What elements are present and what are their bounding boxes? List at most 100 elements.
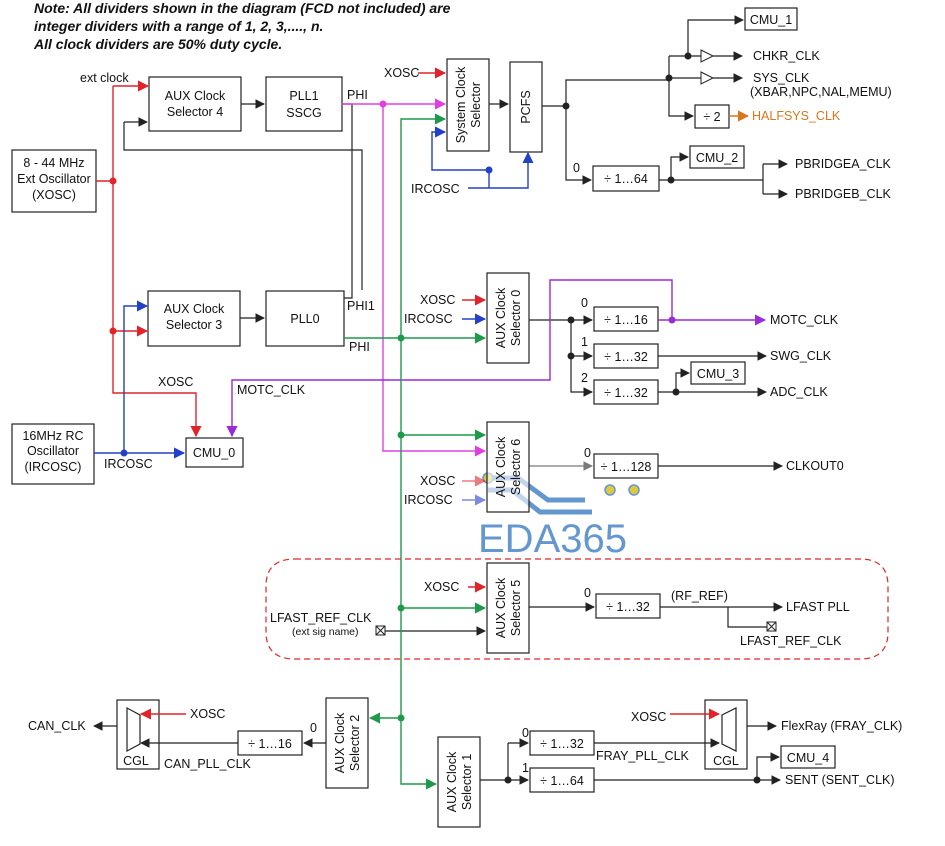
div32-fray-label: ÷ 1…32 — [540, 737, 584, 751]
motc-wires — [226, 279, 767, 438]
div2-label: ÷ 2 — [703, 110, 720, 124]
aux-clock-selector-1 — [437, 736, 481, 828]
div32-adc-box — [593, 379, 659, 405]
cmu-1-block — [744, 7, 798, 31]
xosc-label-can: XOSC — [190, 707, 225, 721]
aux1-line-2: Selector 1 — [460, 754, 474, 810]
xosc-label-cmu0: XOSC — [158, 375, 193, 389]
idx-0-clkout: 0 — [584, 446, 591, 460]
out-sys-clk-note: (XBAR,NPC,NAL,MEMU) — [750, 85, 892, 99]
aux3-line-2: Selector 3 — [166, 318, 222, 332]
aux5-line-2: Selector 5 — [509, 580, 523, 636]
idx-0-motc: 0 — [581, 296, 588, 310]
out-flexray-clk: FlexRay (FRAY_CLK) — [781, 719, 902, 733]
phi-wires — [342, 98, 487, 457]
out-chkr-clk: CHKR_CLK — [753, 49, 820, 63]
aux-clock-selector-0 — [486, 272, 530, 364]
out-can-clk: CAN_CLK — [28, 719, 86, 733]
div16-motc-box — [593, 306, 659, 332]
motc-label-cmu0: MOTC_CLK — [237, 383, 306, 397]
xosc-wires — [96, 67, 721, 720]
aux5-line-1: AUX Clock — [494, 577, 508, 638]
div128-clkout-label: ÷ 1…128 — [601, 460, 652, 474]
aux-clock-selector-3 — [147, 290, 241, 347]
cmu-2-block — [689, 145, 745, 169]
pcfs-label: PCFS — [519, 90, 533, 123]
irc-box-line-2: Oscillator — [27, 444, 79, 458]
phi-label-top: PHI — [347, 88, 368, 102]
div16-can-label: ÷ 1…16 — [248, 737, 292, 751]
div32-lfast-label: ÷ 1…32 — [606, 600, 650, 614]
pll1-line-1: PLL1 — [289, 89, 318, 103]
irc-box-line-1: 16MHz RC — [22, 429, 83, 443]
ext-pin-icon — [375, 625, 386, 636]
rf-ref-label: (RF_REF) — [671, 589, 728, 603]
aux-clock-selector-5 — [486, 562, 530, 654]
xosc-label-aux0: XOSC — [420, 293, 455, 307]
note-line-1: Note: All dividers shown in the diagram … — [34, 0, 451, 16]
xosc-label-sys: XOSC — [384, 66, 419, 80]
cmu3-label: CMU_3 — [697, 367, 739, 381]
can-pll-clk-label: CAN_PLL_CLK — [164, 757, 252, 771]
idx-0-fray: 0 — [522, 726, 529, 740]
cgl-fray-mux-icon — [721, 707, 737, 752]
aux6-line-2: Selector 6 — [509, 439, 523, 495]
junction-dots — [109, 52, 761, 784]
pcfs-block — [509, 61, 543, 153]
ircosc-label-aux0: IRCOSC — [404, 312, 453, 326]
xosc-label-fray: XOSC — [631, 710, 666, 724]
idx-2-adc: 2 — [581, 371, 588, 385]
lfast-region-outline — [265, 558, 889, 660]
idx-0-can: 0 — [310, 721, 317, 735]
div32-swg-box — [593, 343, 659, 369]
out-lfast-ref-clk: LFAST_REF_CLK — [740, 634, 842, 648]
cmu-3-block — [690, 361, 746, 385]
ircosc-label-aux6: IRCOSC — [404, 493, 453, 507]
xosc-box-line-2: Ext Oscillator — [17, 172, 91, 186]
aux4-line-2: Selector 4 — [167, 105, 223, 119]
div32-swg-label: ÷ 1…32 — [604, 350, 648, 364]
cmu-0-block — [185, 437, 244, 468]
div64-sent-box — [529, 767, 595, 793]
aux-clock-selector-6 — [486, 421, 530, 513]
ircosc-label-cmu0: IRCOSC — [104, 457, 153, 471]
xosc-box-line-3: (XOSC) — [32, 188, 76, 202]
cmu4-label: CMU_4 — [787, 751, 829, 765]
pll0-block — [265, 290, 345, 347]
fray-pll-clk-label: FRAY_PLL_CLK — [596, 749, 690, 763]
pll1-sscg-block — [265, 76, 343, 132]
out-sent-clk: SENT (SENT_CLK) — [785, 773, 895, 787]
aux0-line-1: AUX Clock — [494, 287, 508, 348]
out-sys-clk: SYS_CLK — [753, 71, 810, 85]
cmu0-label: CMU_0 — [193, 446, 235, 460]
out-adc-clk: ADC_CLK — [770, 385, 828, 399]
div32-lfast-box — [595, 593, 661, 619]
sys-sel-line-2: Selector — [469, 82, 483, 128]
div32-adc-label: ÷ 1…32 — [604, 386, 648, 400]
phi-label-bottom: PHI — [349, 340, 370, 354]
cmu1-label: CMU_1 — [750, 13, 792, 27]
note-line-3: All clock dividers are 50% duty cycle. — [33, 36, 282, 52]
system-clock-selector — [446, 58, 490, 152]
phi0-wires — [344, 113, 487, 790]
aux4-line-1: AUX Clock — [165, 89, 226, 103]
div16-motc-label: ÷ 1…16 — [604, 313, 648, 327]
note-line-2: integer dividers with a range of 1, 2, 3… — [34, 18, 323, 34]
out-lfast-pll: LFAST PLL — [786, 600, 850, 614]
div64-pbridge-box — [592, 165, 660, 192]
cgl-can-mux-icon — [126, 706, 141, 753]
lfast-ref-pin-icon — [766, 621, 777, 632]
ext-sig-name-label: (ext sig name) — [292, 626, 359, 638]
out-motc-clk: MOTC_CLK — [770, 313, 839, 327]
aux3-line-1: AUX Clock — [164, 302, 225, 316]
div64-pbridge-label: ÷ 1…64 — [604, 172, 648, 186]
idx-0-pbridge: 0 — [573, 161, 580, 175]
lfast-ref-in-label: LFAST_REF_CLK — [270, 611, 372, 625]
black-wires — [93, 15, 788, 785]
phi1-label: PHI1 — [347, 299, 375, 313]
aux2-line-2: Selector 2 — [348, 715, 362, 771]
out-clkout0: CLKOUT0 — [786, 459, 844, 473]
irc-box-line-3: (IRCOSC) — [25, 460, 82, 474]
out-halfsys-clk: HALFSYS_CLK — [752, 109, 841, 123]
cmu-4-block — [780, 745, 836, 769]
